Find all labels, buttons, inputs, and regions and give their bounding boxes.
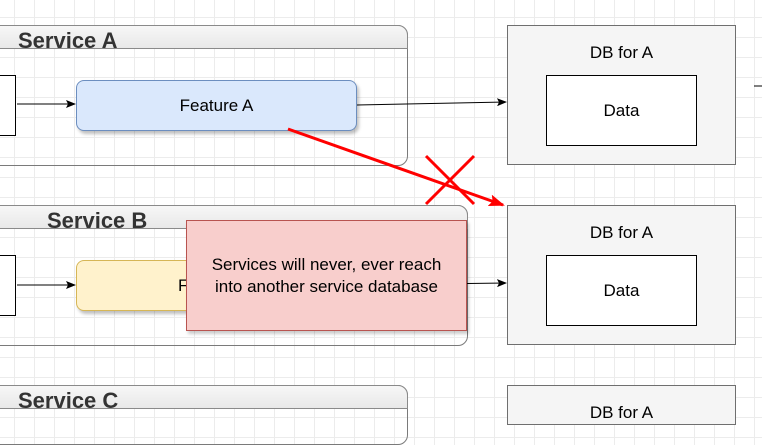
forbidden-cross-icon (424, 154, 476, 206)
forbidden-access-arrow[interactable] (287, 127, 505, 207)
db-a-title: DB for A (589, 43, 654, 62)
arrow-right-icon (356, 98, 507, 107)
db-a-data-label: Data (603, 100, 640, 120)
service-c-header[interactable]: Service C (0, 385, 408, 413)
service-b-title: Service B (47, 208, 148, 233)
service-c-title: Service C (18, 388, 119, 413)
service-b-caller-box[interactable] (0, 255, 16, 316)
connector-layer (17, 85, 762, 289)
db-b-data-box[interactable]: Data (546, 255, 697, 326)
warning-note-text: Services will never, ever reach into ano… (211, 254, 442, 296)
feature-a-box[interactable]: Feature A (76, 80, 357, 131)
feature-a-label: Feature A (179, 95, 254, 115)
service-a-caller-box[interactable] (0, 75, 16, 136)
service-a-title: Service A (18, 28, 118, 53)
warning-note[interactable]: Services will never, ever reach into ano… (186, 220, 467, 331)
db-a-data-box[interactable]: Data (546, 75, 697, 146)
feature-b-label: F (178, 275, 189, 295)
db-b-title: DB for A (589, 223, 654, 242)
service-a-header[interactable]: Service A (0, 25, 408, 53)
db-b-data-label: Data (603, 280, 640, 300)
